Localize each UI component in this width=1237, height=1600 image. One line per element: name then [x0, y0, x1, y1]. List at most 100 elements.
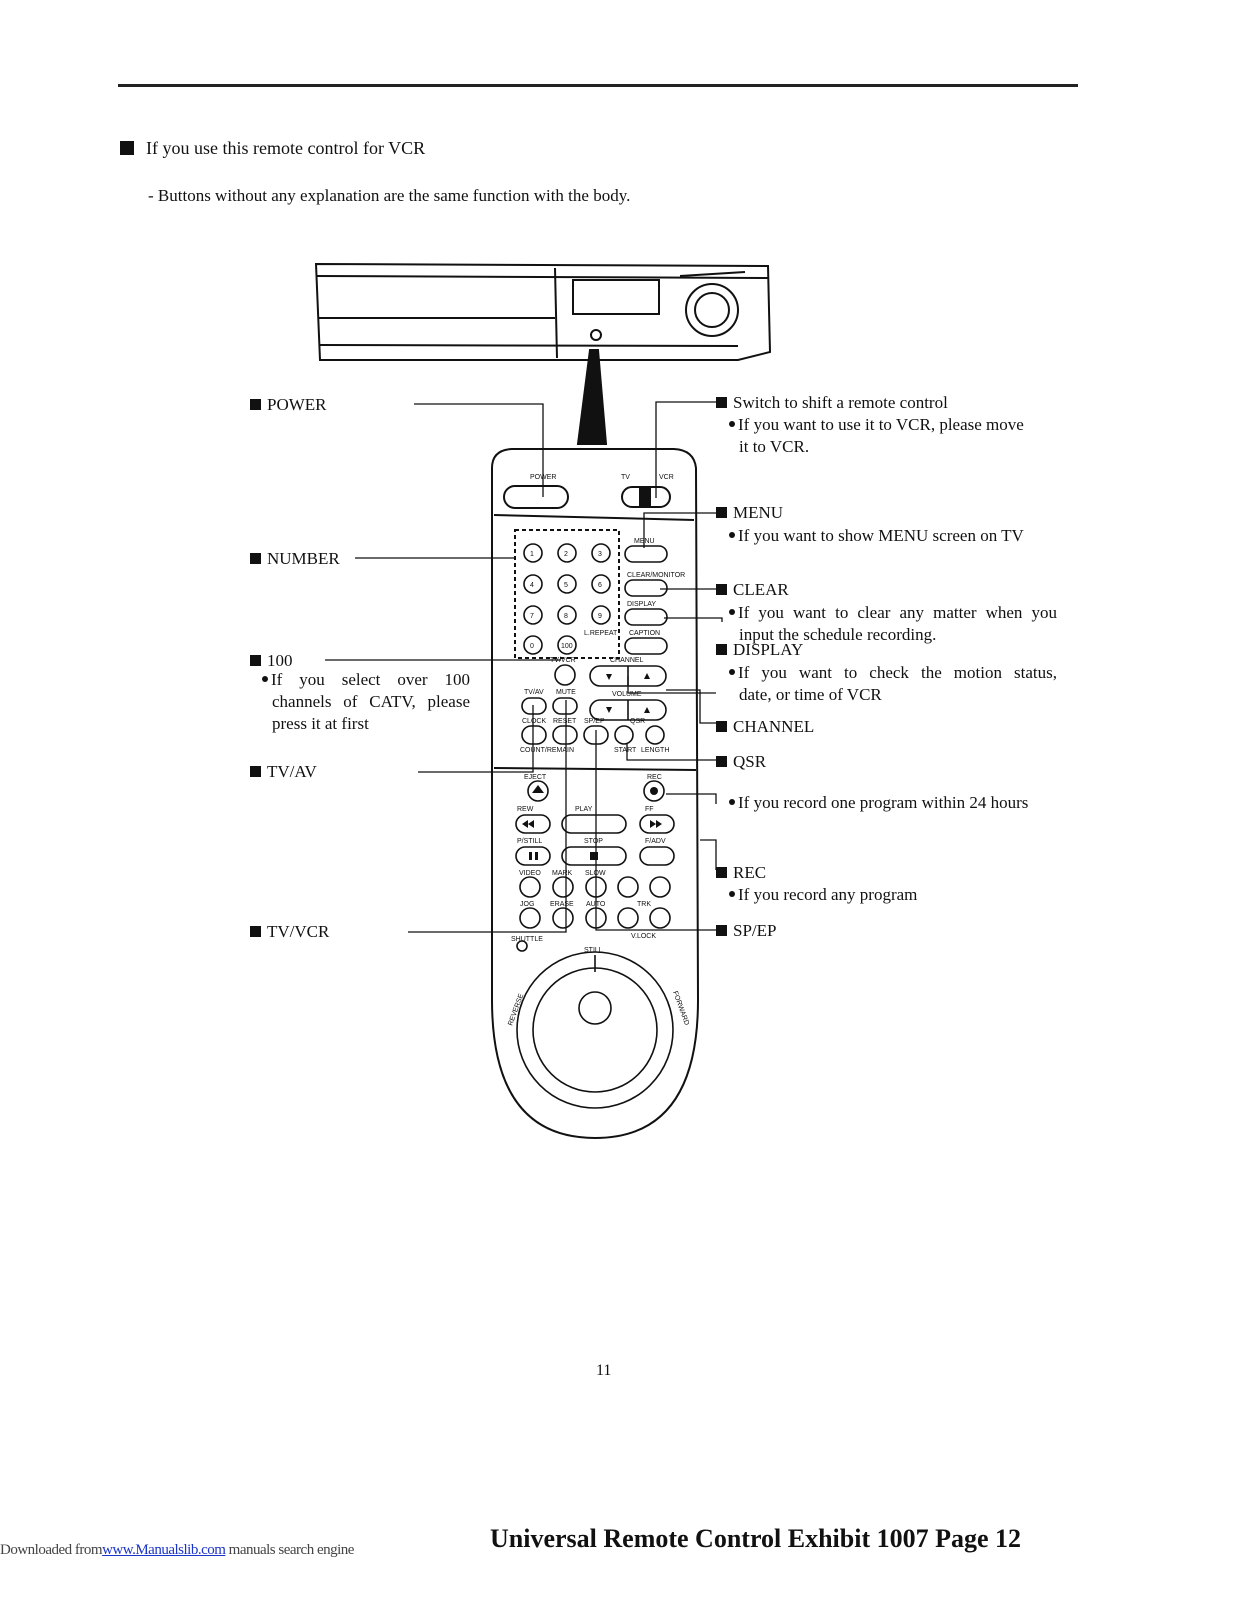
- square-bullet-icon: [716, 644, 727, 655]
- remote-label-shuttle: SHUTTLE: [511, 936, 543, 943]
- callout-switch: Switch to shift a remote control: [716, 392, 948, 414]
- square-bullet-icon: [120, 141, 134, 155]
- remote-label-lrepeat: L.REPEAT: [584, 630, 618, 637]
- square-bullet-icon: [250, 766, 261, 777]
- key-4: 4: [530, 582, 534, 589]
- remote-label-slow: SLOW: [585, 870, 606, 877]
- key-8: 8: [564, 613, 568, 620]
- remote-label-mute: MUTE: [556, 689, 576, 696]
- round-bullet-icon: [262, 676, 268, 682]
- remote-label-tv: TV: [621, 474, 630, 481]
- remote-printed-labels: POWER TV VCR MENU CLEAR/MONITOR DISPLAY …: [507, 474, 690, 1027]
- callout-power: POWER: [250, 394, 327, 416]
- remote-label-start: START: [614, 747, 637, 754]
- remote-label-erase: ERASE: [550, 901, 574, 908]
- square-bullet-icon: [250, 926, 261, 937]
- callout-channel: CHANNEL: [716, 716, 814, 738]
- callout-rec-desc: If you record any program: [729, 884, 1029, 906]
- remote-label-pstill: P/STILL: [517, 838, 542, 845]
- remote-label-fadv: F/ADV: [645, 838, 666, 845]
- callout-rec: REC: [716, 862, 766, 884]
- round-bullet-icon: [729, 891, 735, 897]
- key-9: 9: [598, 613, 602, 620]
- remote-label-tvav: TV/AV: [524, 689, 544, 696]
- remote-label-stop: STOP: [584, 838, 603, 845]
- remote-label-qsr: QSR: [630, 718, 645, 725]
- callout-menu-desc: If you want to show MENU screen on TV: [729, 525, 1069, 547]
- square-bullet-icon: [250, 399, 261, 410]
- key-2: 2: [564, 551, 568, 558]
- remote-label-caption: CAPTION: [629, 630, 660, 637]
- remote-buttons: [515, 545, 675, 1109]
- remote-label-reset: RESET: [553, 718, 577, 725]
- remote-label-rec: REC: [647, 774, 662, 781]
- square-bullet-icon: [716, 867, 727, 878]
- callout-menu: MENU: [716, 502, 783, 524]
- key-3: 3: [598, 551, 602, 558]
- key-100: 100: [561, 643, 573, 650]
- transport-glyphs: [522, 673, 662, 860]
- remote-label-play: PLAY: [575, 806, 593, 813]
- remote-label-length: LENGTH: [641, 747, 669, 754]
- remote-label-vlock: V.LOCK: [631, 933, 656, 940]
- remote-label-clock: CLOCK: [522, 718, 546, 725]
- square-bullet-icon: [716, 756, 727, 767]
- key-6: 6: [598, 582, 602, 589]
- square-bullet-icon: [250, 553, 261, 564]
- key-7: 7: [530, 613, 534, 620]
- remote-label-tvvcr: TV/VCR: [550, 657, 576, 664]
- remote-label-spep: SP/EP: [584, 718, 605, 725]
- callout-qsr: QSR: [716, 751, 766, 773]
- vcr-unit: [314, 262, 772, 361]
- callout-qsr-desc: If you record one program within 24 hour…: [729, 792, 1069, 814]
- number-pad: [523, 543, 611, 655]
- callout-clear: CLEAR: [716, 579, 789, 601]
- remote-label-vcr: VCR: [659, 474, 674, 481]
- section-heading: If you use this remote control for VCR: [120, 138, 425, 159]
- callout-spep: SP/EP: [716, 920, 776, 942]
- manualslib-link[interactable]: www.Manualslib.com: [102, 1542, 226, 1558]
- square-bullet-icon: [716, 397, 727, 408]
- remote-label-video: VIDEO: [519, 870, 541, 877]
- remote-label-display: DISPLAY: [627, 601, 656, 608]
- remote-label-forward: FORWARD: [671, 990, 690, 1026]
- round-bullet-icon: [729, 669, 735, 675]
- key-5: 5: [564, 582, 568, 589]
- remote-label-ff: FF: [645, 806, 654, 813]
- remote-label-auto: AUTO: [586, 901, 606, 908]
- remote-label-clear: CLEAR/MONITOR: [627, 572, 685, 579]
- footer-source: Downloaded fromwww.Manualslib.com manual…: [0, 1542, 354, 1558]
- remote-label-menu: MENU: [634, 538, 655, 545]
- callout-display-desc: If you want to check the motion status, …: [729, 662, 1057, 706]
- remote-label-volume: VOLUME: [612, 691, 642, 698]
- remote-label-jog: JOG: [520, 901, 534, 908]
- callout-tvav: TV/AV: [250, 761, 317, 783]
- page-number: 11: [596, 1362, 612, 1379]
- remote-label-still: STILL: [584, 947, 603, 954]
- callout-100: 100: [250, 650, 293, 672]
- callout-number: NUMBER: [250, 548, 340, 570]
- section-note: - Buttons without any explanation are th…: [148, 186, 631, 205]
- remote-label-eject: EJECT: [524, 774, 547, 781]
- callout-100-desc: If you select over 100 channels of CATV,…: [262, 669, 470, 735]
- round-bullet-icon: [729, 532, 735, 538]
- square-bullet-icon: [716, 507, 727, 518]
- square-bullet-icon: [716, 925, 727, 936]
- key-1: 1: [530, 551, 534, 558]
- round-bullet-icon: [729, 799, 735, 805]
- remote-label-power: POWER: [530, 474, 556, 481]
- round-bullet-icon: [729, 609, 735, 615]
- callout-switch-desc: If you want to use it to VCR, please mov…: [729, 414, 1059, 458]
- square-bullet-icon: [250, 655, 261, 666]
- remote-label-channel: CHANNEL: [610, 657, 644, 664]
- key-0: 0: [530, 643, 534, 650]
- callout-clear-desc: If you want to clear any matter when you…: [729, 602, 1057, 646]
- callout-display: DISPLAY: [716, 639, 803, 661]
- top-rule: [118, 84, 1078, 87]
- square-bullet-icon: [716, 721, 727, 732]
- round-bullet-icon: [729, 421, 735, 427]
- remote-label-reverse: REVERSE: [507, 993, 525, 1027]
- remote-label-mark: MARK: [552, 870, 573, 877]
- square-bullet-icon: [716, 584, 727, 595]
- callout-tvvcr: TV/VCR: [250, 921, 329, 943]
